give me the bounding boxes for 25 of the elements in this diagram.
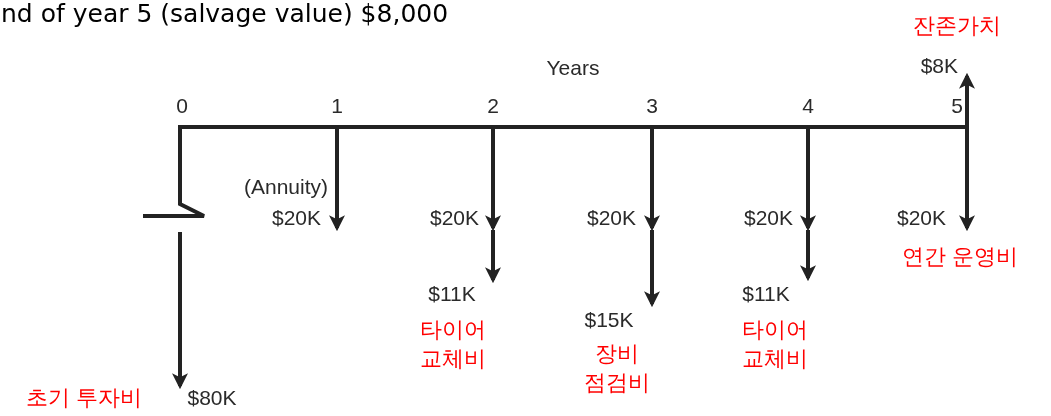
amount-label: $80K [187, 385, 237, 411]
year-number: 0 [176, 93, 188, 119]
amount-label: $11K [428, 281, 476, 307]
amount-label: $15K [584, 307, 634, 333]
year-number: 3 [646, 93, 658, 119]
year-number: 2 [487, 93, 499, 119]
cost-label: 장비 점검비 [583, 340, 651, 397]
amount-label: $20K [743, 205, 793, 231]
amount-label: $20K [586, 205, 636, 231]
cost-label: 잔존가치 [913, 11, 1001, 40]
amount-label: $20K [429, 205, 479, 231]
year-number: 1 [331, 93, 343, 119]
amount-note: (Annuity) [243, 174, 328, 200]
cost-label: 연간 운영비 [901, 242, 1019, 271]
amount-label: $11K [742, 281, 790, 307]
amount-label: $8K [920, 53, 958, 79]
cost-label: 타이어 교체비 [419, 316, 487, 373]
heading-text: nd of year 5 (salvage value) $8,000 [1, 0, 449, 29]
year-number: 5 [951, 93, 963, 119]
year-number: 4 [802, 93, 814, 119]
cost-label: 초기 투자비 [25, 383, 143, 412]
cost-label: 타이어 교체비 [741, 316, 809, 373]
amount-label: $20K [271, 205, 321, 231]
axis-title: Years [546, 55, 600, 81]
amount-label: $20K [896, 205, 946, 231]
